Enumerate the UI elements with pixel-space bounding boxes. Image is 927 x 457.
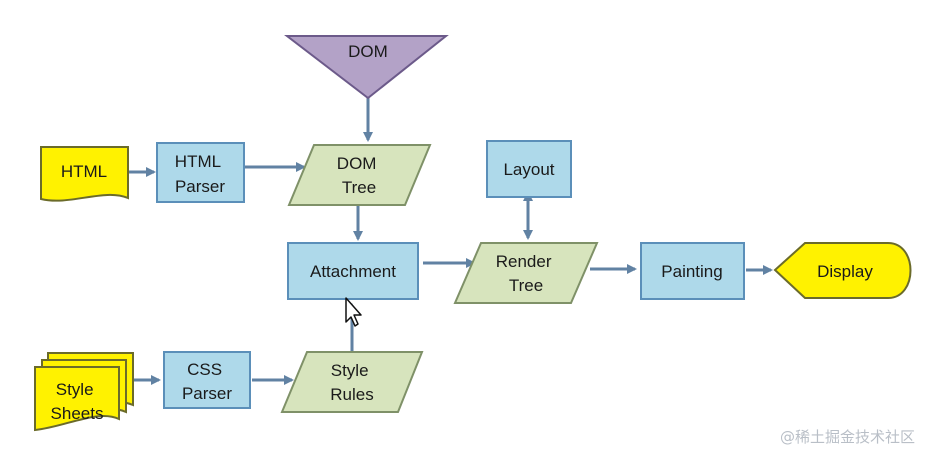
node-style-sheets-line-1: Style [56,380,94,399]
node-html-document: HTML [40,146,129,202]
node-html-parser-line-1: HTML [175,152,221,171]
node-html-label: HTML [61,162,107,181]
edges [128,98,773,385]
node-dom-tree-line-1: DOM [337,154,377,173]
node-layout: Layout [486,140,572,198]
node-css-parser-line-2: Parser [182,384,232,403]
node-render-tree-line-1: Render [496,252,552,271]
node-html-parser-line-2: Parser [175,177,225,196]
node-html-parser: HTML Parser [156,142,245,203]
node-render-tree-line-2: Tree [509,276,543,295]
node-render-tree-label: Render Tree [496,252,557,295]
node-style-rules-line-2: Rules [330,385,373,404]
node-layout-label: Layout [503,160,554,179]
node-css-parser-label: CSS Parser [182,360,232,403]
node-css-parser: CSS Parser [163,351,251,409]
node-style-rules-line-1: Style [331,361,369,380]
node-style-rules-label: Style Rules [330,361,373,404]
node-display-label: Display [817,262,873,281]
node-style-rules: Style Rules [280,351,424,413]
node-style-sheets-label: Style Sheets [51,380,104,423]
mouse-cursor-icon [345,297,362,327]
node-painting: Painting [640,242,745,300]
node-style-sheets-line-2: Sheets [51,404,104,423]
node-dom-tree: DOM Tree [287,144,432,206]
node-attachment: Attachment [287,242,419,300]
node-painting-label: Painting [661,262,722,281]
node-attachment-label: Attachment [310,262,396,281]
node-dom-label: DOM [348,42,388,61]
watermark: @稀土掘金技术社区 [779,428,915,446]
node-css-parser-line-1: CSS [187,360,222,379]
node-dom-tree-label: DOM Tree [337,154,381,197]
node-dom-tree-line-2: Tree [342,178,376,197]
node-display: Display [773,242,912,299]
node-dom: DOM [284,35,449,100]
node-html-parser-label: HTML Parser [175,152,226,196]
node-render-tree: Render Tree [453,242,599,304]
node-style-sheets: Style Sheets [34,352,134,432]
